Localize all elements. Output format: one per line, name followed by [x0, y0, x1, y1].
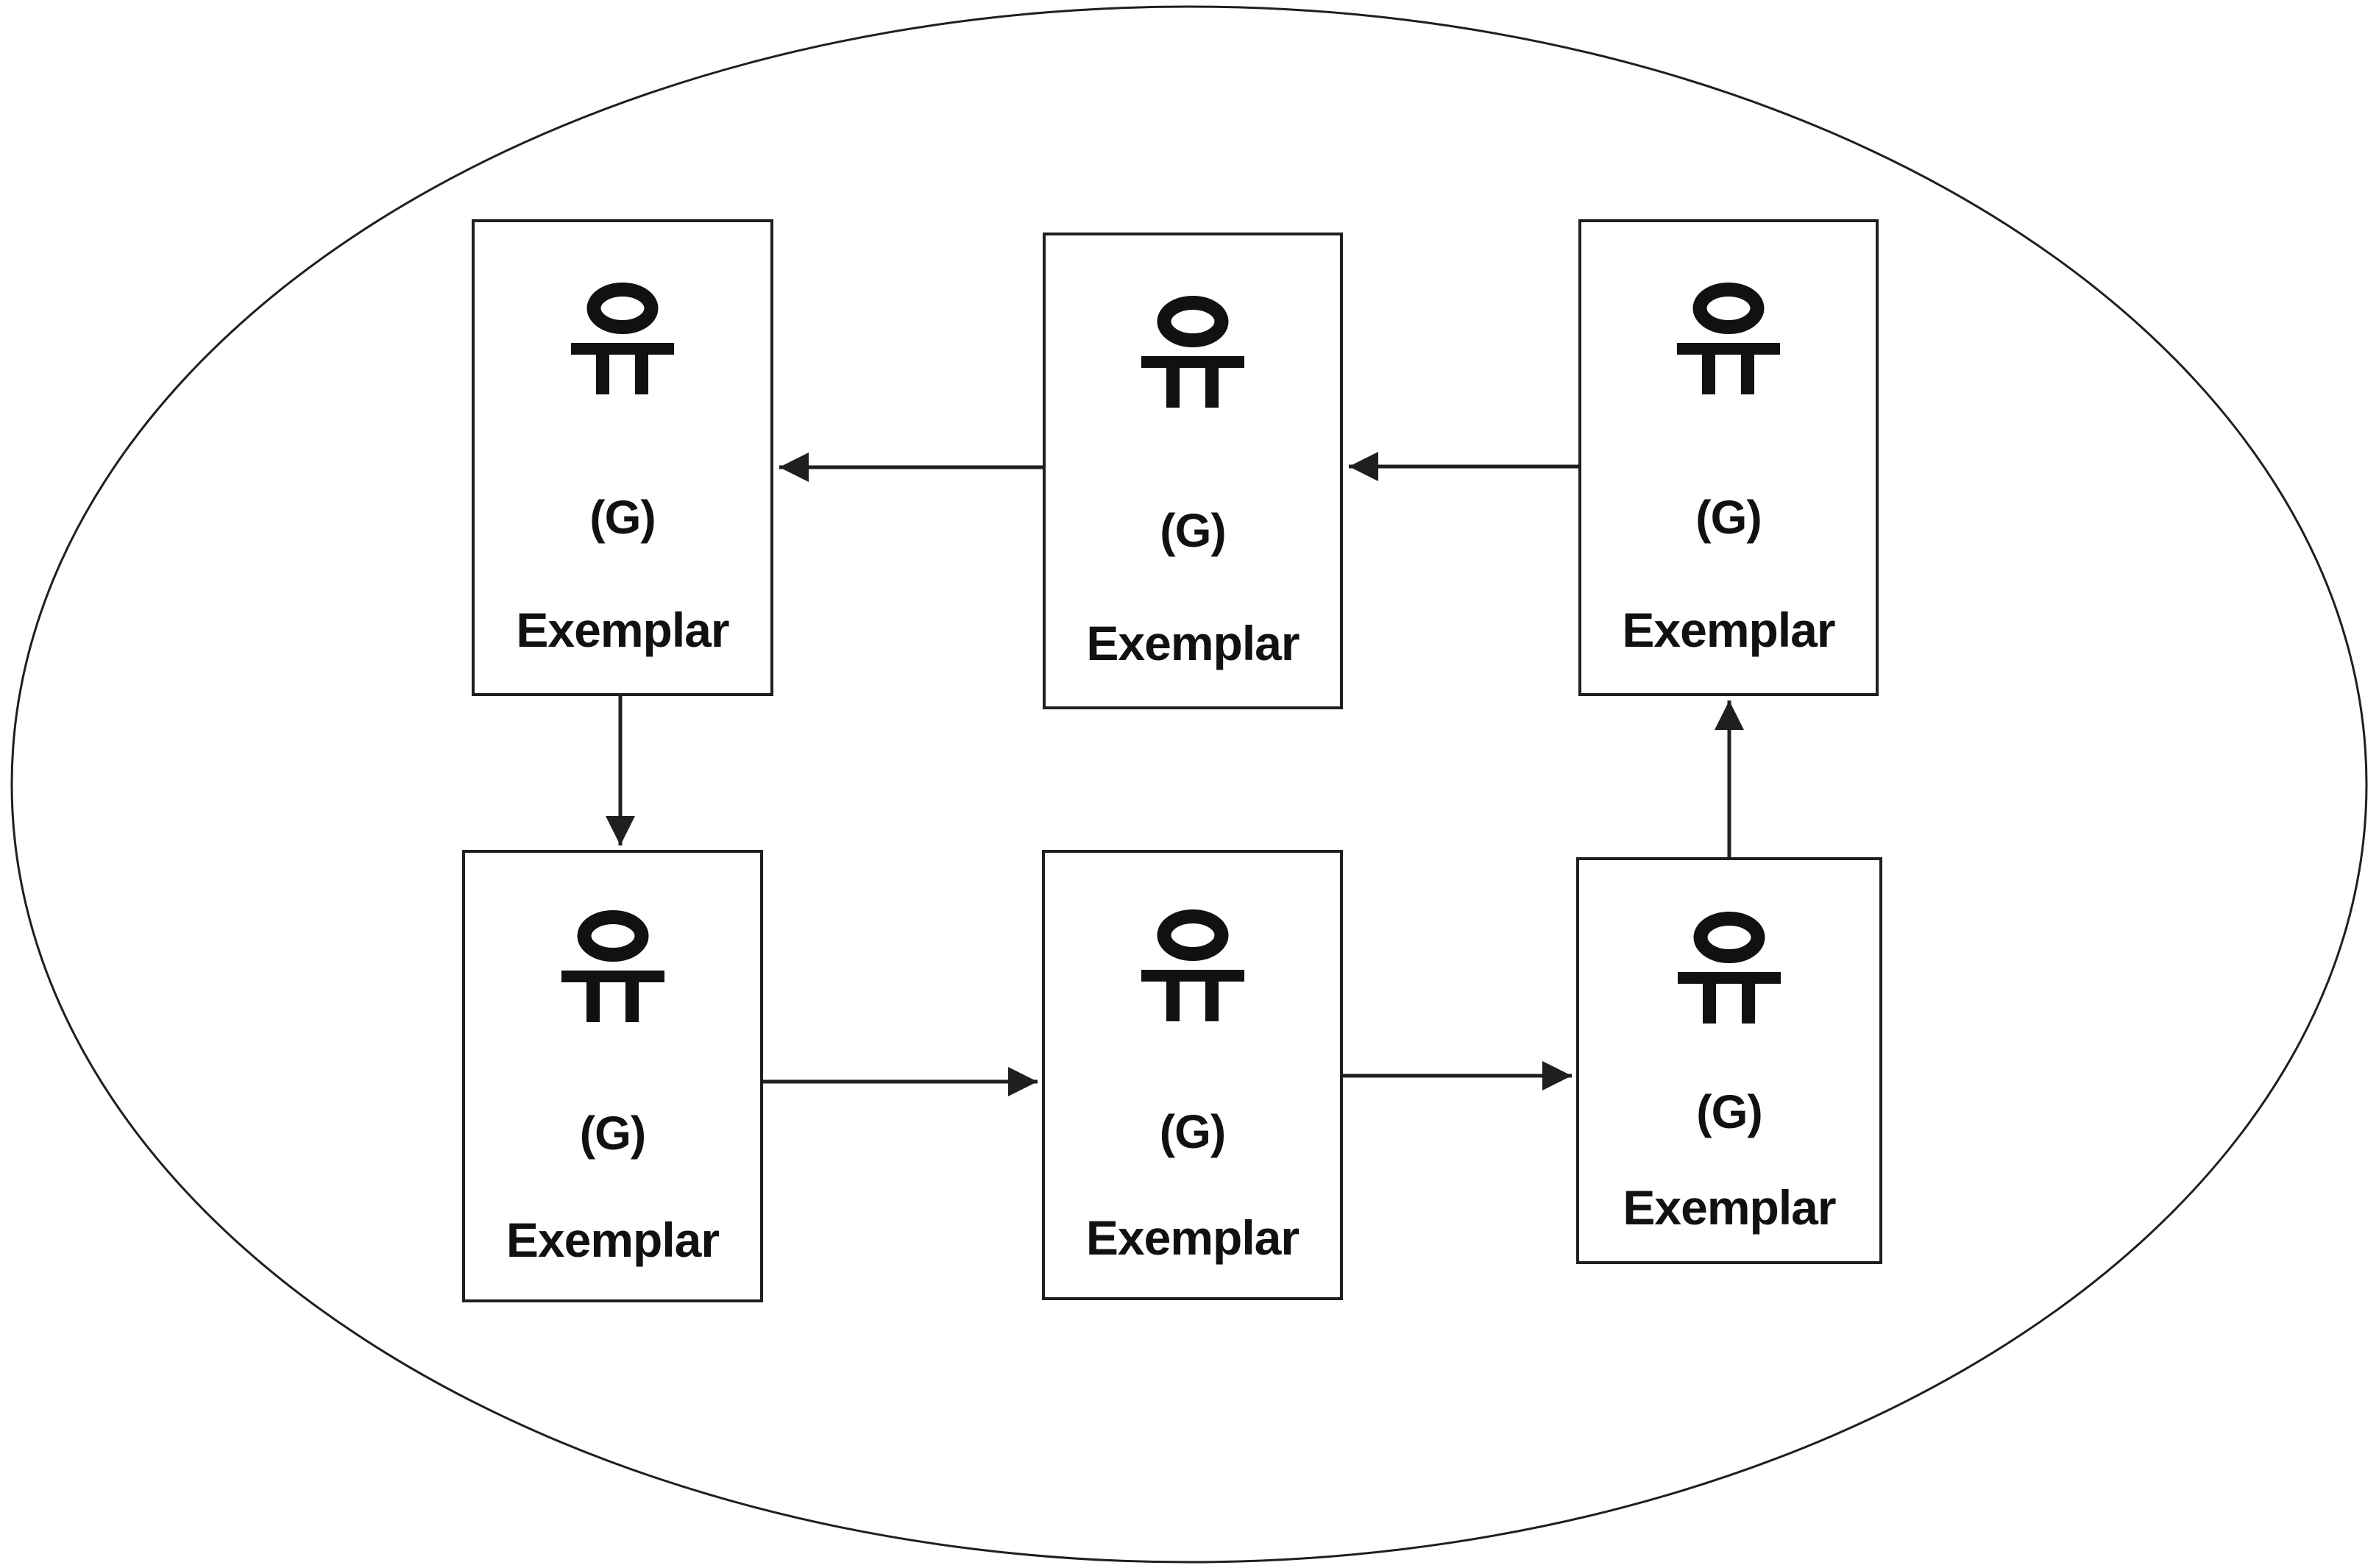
node-title-label: Exemplar	[1085, 1210, 1300, 1266]
node-bottom-right: (G) Exemplar	[1576, 857, 1882, 1264]
node-bottom-left: (G) Exemplar	[462, 850, 763, 1302]
node-code-label: (G)	[579, 1106, 646, 1160]
person-icon	[1678, 911, 1781, 1024]
person-icon	[1677, 282, 1780, 394]
node-title-label: Exemplar	[1622, 603, 1835, 658]
node-code-label: (G)	[1160, 504, 1226, 558]
node-bottom-middle: (G) Exemplar	[1042, 850, 1343, 1300]
node-code-label: (G)	[1695, 491, 1762, 544]
node-title-label: Exemplar	[506, 1212, 720, 1267]
node-top-left: (G) Exemplar	[472, 219, 773, 696]
node-code-label: (G)	[589, 491, 656, 544]
node-top-right: (G) Exemplar	[1578, 219, 1879, 696]
person-icon	[1141, 909, 1244, 1022]
node-top-middle: (G) Exemplar	[1043, 233, 1343, 709]
node-title-label: Exemplar	[1623, 1179, 1836, 1235]
node-title-label: Exemplar	[516, 603, 729, 658]
person-icon	[1141, 295, 1244, 408]
person-icon	[571, 282, 674, 394]
node-code-label: (G)	[1696, 1085, 1762, 1138]
person-icon	[561, 909, 664, 1022]
node-code-label: (G)	[1159, 1104, 1226, 1158]
node-title-label: Exemplar	[1086, 616, 1300, 671]
boundary-ellipse-icon	[10, 5, 2368, 1564]
